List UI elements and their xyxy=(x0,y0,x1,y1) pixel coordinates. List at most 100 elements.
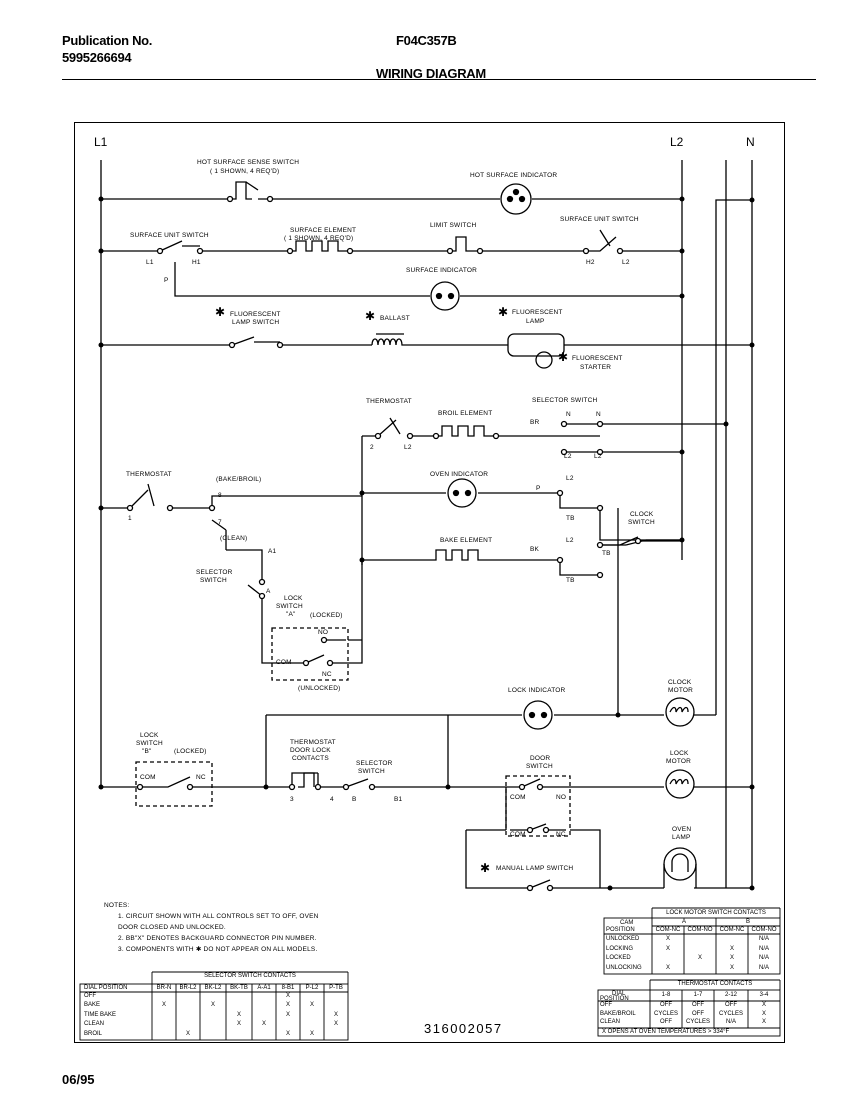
note-1a: 1. CIRCUIT SHOWN WITH ALL CONTROLS SET T… xyxy=(118,913,319,920)
star-ballast: ✱ xyxy=(365,309,375,323)
star-manual-lamp-switch: ✱ xyxy=(480,861,490,875)
terminal-n2: N xyxy=(596,411,601,418)
terminal-p2: P xyxy=(536,485,541,492)
surface-unit-switch-right xyxy=(586,229,617,252)
label-selector-switch-mid-2: SWITCH xyxy=(200,577,227,584)
label-lock-motor-2: MOTOR xyxy=(666,758,691,765)
label-clock-motor-1: CLOCK xyxy=(668,679,692,686)
terminal-a: A xyxy=(266,588,271,595)
star-fluorescent-starter: ✱ xyxy=(558,350,568,364)
notes-title: NOTES: xyxy=(104,902,130,909)
label-lock-switch-a-2: SWITCH xyxy=(276,603,303,610)
label-manual-lamp-switch: MANUAL LAMP SWITCH xyxy=(496,865,573,872)
label-limit-switch: LIMIT SWITCH xyxy=(430,222,476,229)
publication-label: Publication No. xyxy=(62,33,153,48)
label-surface-indicator: SURFACE INDICATOR xyxy=(406,267,477,274)
label-fluorescent-starter-2: STARTER xyxy=(580,364,611,371)
terminal-l2d: L2 xyxy=(594,453,602,460)
thermostat-table xyxy=(597,979,781,1037)
terminal-br: BR xyxy=(530,419,540,426)
oven-lamp-icon xyxy=(663,847,697,881)
terminal-tb2: TB xyxy=(602,550,611,557)
label-thermostat-door-lock-1: THERMOSTAT xyxy=(290,739,336,746)
fluorescent-lamp-switch xyxy=(231,336,280,346)
part-number: 316002057 xyxy=(424,1021,503,1036)
label-fluorescent-lamp-switch-1: FLUORESCENT xyxy=(230,311,281,318)
wire-thermostat-left xyxy=(101,495,362,550)
bake-element-symbol xyxy=(430,549,490,561)
fluorescent-starter-icon xyxy=(535,351,553,369)
label-broil-element: BROIL ELEMENT xyxy=(438,410,492,417)
label-l1: L1 xyxy=(94,135,108,149)
lock-motor-icon xyxy=(665,769,695,799)
label-selector-switch-low-2: SWITCH xyxy=(358,768,385,775)
publication-number: 5995266694 xyxy=(62,50,132,65)
label-l2: L2 xyxy=(670,135,684,149)
label-lock-switch-b-3: "B" xyxy=(142,748,152,755)
door-switch-box xyxy=(505,775,571,837)
label-lock-switch-b-1: LOCK xyxy=(140,732,159,739)
lock-indicator-icon xyxy=(523,700,553,730)
thermostat-door-lock-symbol xyxy=(298,772,315,788)
terminal-7: 7 xyxy=(218,519,222,526)
star-fluorescent-switch: ✱ xyxy=(215,305,225,319)
terminal-n1: N xyxy=(566,411,571,418)
label-unlocked-a: (UNLOCKED) xyxy=(298,685,340,692)
terminal-8: 8 xyxy=(218,492,222,499)
selector-switch-top-contacts xyxy=(564,423,682,453)
label-fluorescent-starter-1: FLUORESCENT xyxy=(572,355,623,362)
terminal-com-d: COM xyxy=(510,794,526,801)
wire-manual-lamp xyxy=(465,829,752,889)
terminal-b1: B1 xyxy=(394,796,403,803)
terminal-3: 3 xyxy=(290,796,294,803)
clock-switch-symbol xyxy=(600,536,682,546)
label-fluorescent-lamp-switch-2: LAMP SWITCH xyxy=(232,319,279,326)
terminal-com: COM xyxy=(276,659,292,666)
label-bake-broil: (BAKE/BROIL) xyxy=(216,476,261,483)
label-selector-switch-low-1: SELECTOR xyxy=(356,760,393,767)
terminal-no-d: NO xyxy=(556,794,566,801)
terminal-b: B xyxy=(352,796,357,803)
junction-dots xyxy=(98,196,755,891)
label-oven-indicator: OVEN INDICATOR xyxy=(430,471,488,478)
footer-date: 06/95 xyxy=(62,1072,95,1087)
wire-bake-element xyxy=(362,539,682,576)
hot-surface-indicator-icon xyxy=(500,183,532,215)
label-locked-a: (LOCKED) xyxy=(310,612,343,619)
label-oven-lamp-1: OVEN xyxy=(672,826,691,833)
terminal-tb1: TB xyxy=(566,515,575,522)
label-lock-switch-a-1: LOCK xyxy=(284,595,303,602)
wire-lock-indicator xyxy=(266,199,752,716)
label-door-switch-1: DOOR xyxy=(530,755,550,762)
terminal-a1: A1 xyxy=(268,548,277,555)
label-n: N xyxy=(746,135,755,149)
wire-door-switch xyxy=(448,778,752,830)
terminal-com-b: COM xyxy=(140,774,156,781)
terminal-p: P xyxy=(164,277,169,284)
terminal-h1: H1 xyxy=(192,259,201,266)
terminal-bk: BK xyxy=(530,546,540,553)
label-selector-switch-top: SELECTOR SWITCH xyxy=(532,397,597,404)
limit-switch-symbol xyxy=(450,236,480,252)
label-shown-4-reqd-a: ( 1 SHOWN, 4 REQ'D) xyxy=(210,168,279,175)
terminal-l2b: L2 xyxy=(404,444,412,451)
surface-indicator-icon xyxy=(430,281,460,311)
wire-selector-clean xyxy=(226,549,263,628)
terminal-no: NO xyxy=(318,629,328,636)
wire-oven-indicator xyxy=(362,492,682,541)
surface-element-symbol xyxy=(290,240,350,252)
label-surface-unit-switch-left: SURFACE UNIT SWITCH xyxy=(130,232,209,239)
terminal-l2c: L2 xyxy=(564,453,572,460)
notes-block: NOTES: 1. CIRCUIT SHOWN WITH ALL CONTROL… xyxy=(104,900,319,955)
label-thermostat-top: THERMOSTAT xyxy=(366,398,412,405)
terminal-l2a: L2 xyxy=(622,259,630,266)
label-lock-switch-b-2: SWITCH xyxy=(136,740,163,747)
wire-broil xyxy=(362,423,726,437)
thermostat-left-symbol xyxy=(129,483,155,509)
note-2: 2. BB"X" DENOTES BACKGUARD CONNECTOR PIN… xyxy=(118,935,317,942)
header-rule xyxy=(62,79,816,80)
terminal-nc: NC xyxy=(322,671,332,678)
terminal-l2e: L2 xyxy=(566,475,574,482)
label-thermostat-door-lock-3: CONTACTS xyxy=(292,755,329,762)
hot-surface-sense-switch-symbol xyxy=(230,181,270,200)
